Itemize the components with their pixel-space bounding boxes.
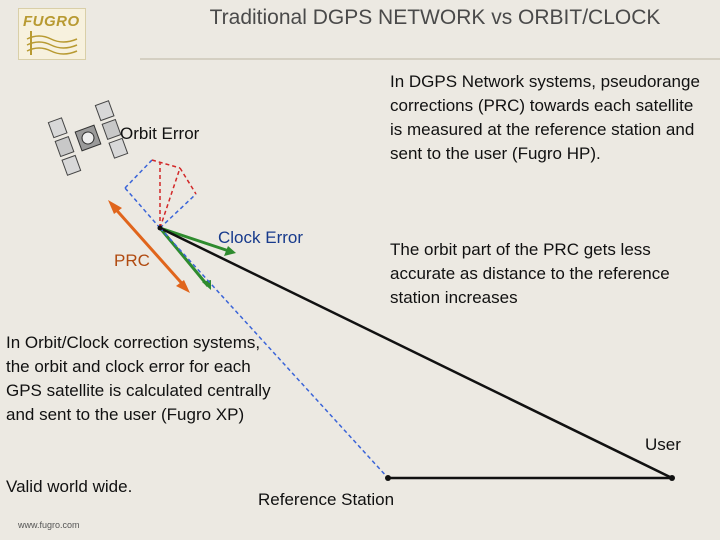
dgps-network-description: In DGPS Network systems, pseudorange cor… (390, 72, 700, 163)
orbit-vector-red-side (179, 167, 197, 195)
reference-station-marker (385, 475, 391, 481)
footer-url[interactable]: www.fugro.com (18, 520, 80, 530)
satellite-icon (47, 100, 129, 176)
user-label: User (645, 435, 681, 454)
orbit-error-label: Orbit Error (120, 124, 200, 143)
satellite-reference-line (159, 227, 389, 479)
page-title: Traditional DGPS NETWORK vs ORBIT/CLOCK (209, 6, 661, 29)
logo-text: FUGRO (23, 13, 80, 30)
orbit-vector-blue-top (124, 159, 153, 189)
orbit-vector-blue-right (159, 193, 197, 229)
orbit-error-vectors (124, 159, 197, 229)
clock-error-label: Clock Error (218, 228, 304, 247)
reference-station-label: Reference Station (258, 490, 395, 509)
satellite-user-line (159, 226, 673, 480)
user-marker (669, 475, 675, 481)
orbit-accuracy-description: The orbit part of the PRC gets less accu… (390, 240, 670, 307)
orbit-vector-blue-left (124, 187, 161, 229)
orbit-vector-red-right (159, 167, 181, 229)
logo-wave-graphic (26, 31, 78, 55)
clock-error-line (158, 226, 236, 290)
orbit-clock-description: In Orbit/Clock correction systems, the o… (6, 333, 271, 424)
prc-arrow (108, 200, 190, 293)
valid-worldwide-text: Valid world wide. (6, 477, 133, 496)
fugro-logo: FUGRO (18, 8, 86, 60)
title-divider (140, 58, 720, 60)
orbit-vector-red-top (151, 159, 181, 169)
prc-label: PRC (114, 251, 150, 270)
satellite-vertex (157, 225, 163, 231)
